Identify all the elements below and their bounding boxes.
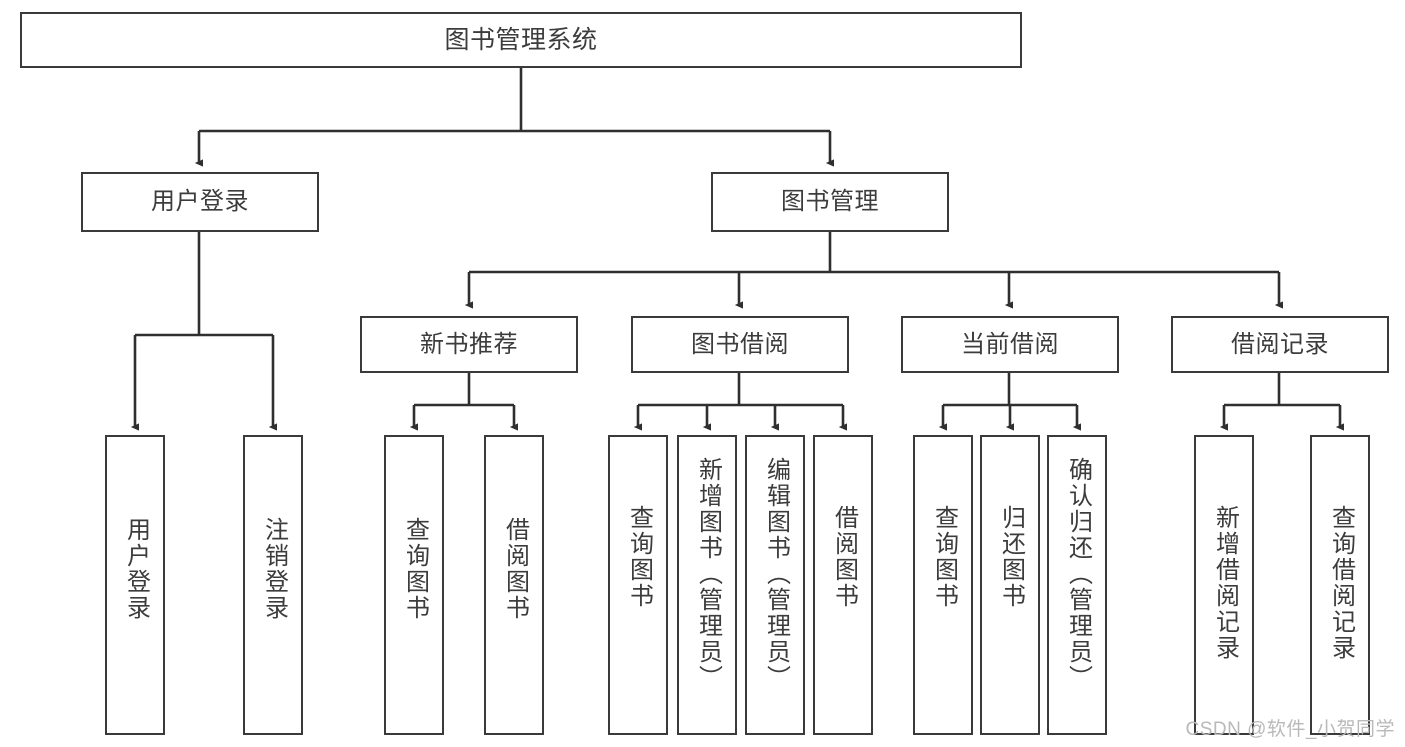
node-book-borrow[interactable]: 图书借阅 [631,316,849,373]
node-label: 新书推荐 [420,330,518,358]
leaf-borrow-book-borrow[interactable]: 借阅图书 [813,435,873,735]
leaf-query-borrow-record[interactable]: 查询借阅记录 [1310,435,1370,735]
node-label: 借阅记录 [1231,330,1329,358]
node-label: 图书管理 [781,188,879,216]
node-label: 用户登录 [151,188,249,216]
node-label: 图书管理系统 [444,25,598,54]
node-label: 借阅图书 [830,505,858,609]
node-current-borrow[interactable]: 当前借阅 [901,316,1119,373]
leaf-query-book-borrow[interactable]: 查询图书 [608,435,668,735]
leaf-query-book-recommend[interactable]: 查询图书 [384,435,444,735]
node-user-login[interactable]: 用户登录 [81,172,319,232]
node-new-book-recommend[interactable]: 新书推荐 [360,316,578,373]
node-label: 编辑图书（管理员） [762,457,790,691]
leaf-logout[interactable]: 注销登录 [243,435,303,735]
node-label: 图书借阅 [691,330,789,358]
leaf-add-borrow-record[interactable]: 新增借阅记录 [1194,435,1254,735]
node-borrow-record[interactable]: 借阅记录 [1171,316,1389,373]
node-label: 新增借阅记录 [1211,505,1239,661]
leaf-borrow-book-recommend[interactable]: 借阅图书 [484,435,544,735]
node-label: 查询图书 [930,505,958,609]
node-book-manage[interactable]: 图书管理 [711,172,949,232]
leaf-edit-book[interactable]: 编辑图书（管理员） [745,435,805,735]
leaf-return-book[interactable]: 归还图书 [980,435,1040,735]
node-label: 确认归还（管理员） [1064,457,1092,691]
node-book-management-system[interactable]: 图书管理系统 [20,12,1022,68]
node-label: 借阅图书 [501,517,529,621]
leaf-query-book-current[interactable]: 查询图书 [913,435,973,735]
node-label: 查询图书 [625,505,653,609]
leaf-add-book[interactable]: 新增图书（管理员） [677,435,737,735]
node-label: 查询借阅记录 [1327,505,1355,661]
leaf-user-login[interactable]: 用户登录 [105,435,165,735]
leaf-confirm-return[interactable]: 确认归还（管理员） [1047,435,1107,735]
node-label: 归还图书 [997,505,1025,609]
watermark-text: CSDN @软件_小贺同学 [1185,719,1395,740]
node-label: 查询图书 [401,517,429,621]
node-label: 新增图书（管理员） [694,457,722,691]
node-label: 当前借阅 [961,330,1059,358]
node-label: 注销登录 [260,517,288,621]
node-label: 用户登录 [122,517,150,621]
